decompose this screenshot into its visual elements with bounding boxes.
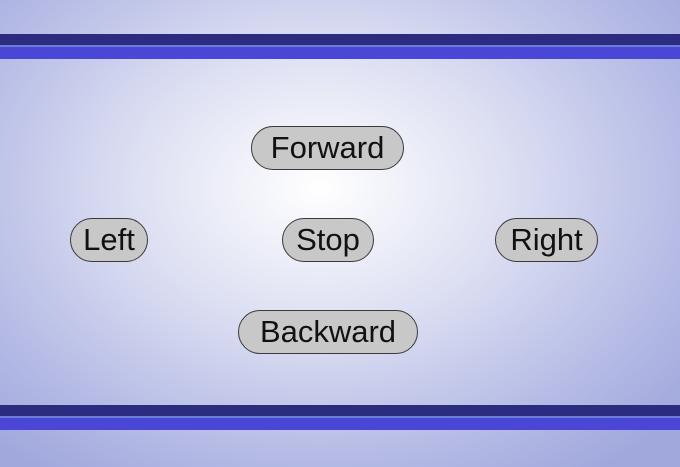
backward-button[interactable]: Backward (238, 310, 418, 354)
stop-button[interactable]: Stop (282, 218, 374, 262)
right-button[interactable]: Right (495, 218, 598, 262)
bottom-banner-dark-stripe (0, 405, 680, 416)
left-button[interactable]: Left (70, 218, 148, 262)
top-banner-dark-stripe (0, 34, 680, 45)
bottom-banner-divider (0, 416, 680, 418)
top-banner-light-stripe (0, 47, 680, 59)
top-banner-divider (0, 45, 680, 47)
forward-button[interactable]: Forward (251, 126, 404, 170)
bottom-banner-light-stripe (0, 418, 680, 430)
